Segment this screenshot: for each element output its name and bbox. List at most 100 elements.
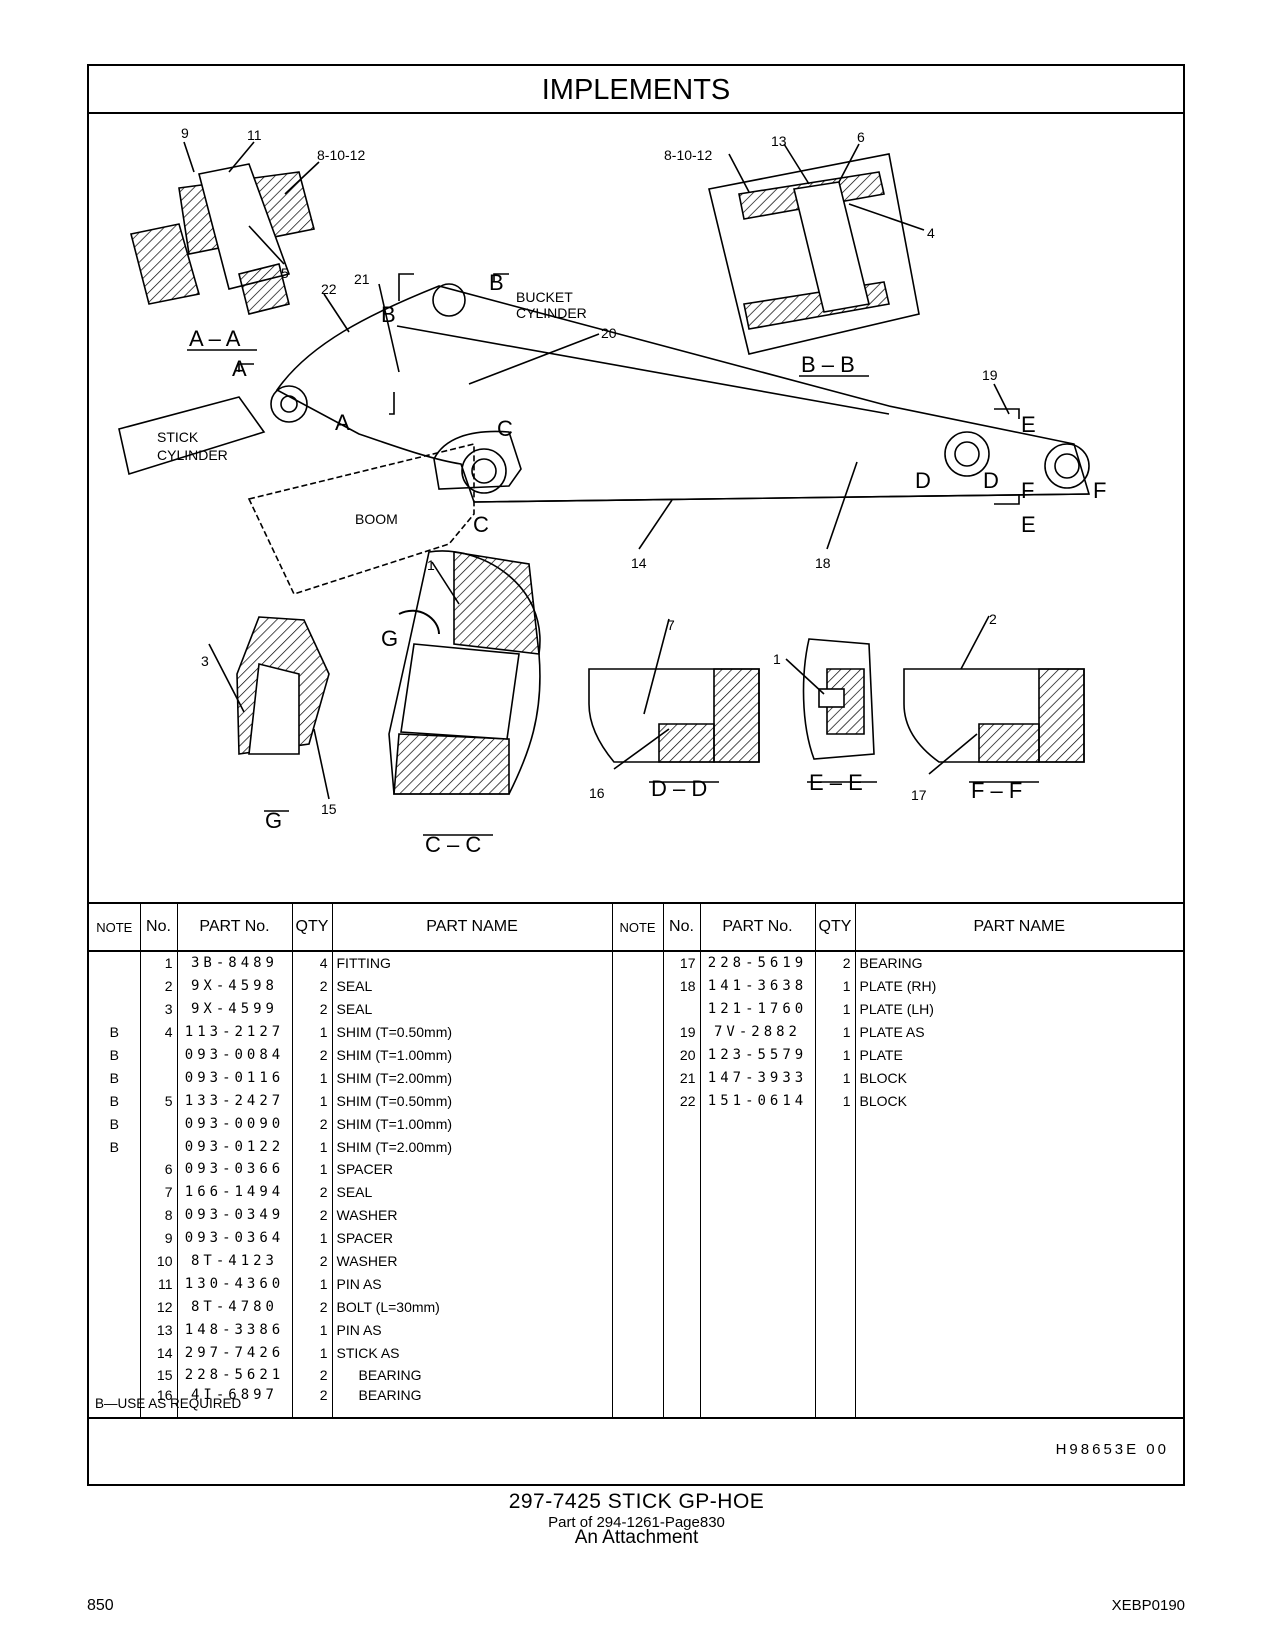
section-b-b-drawing bbox=[708, 143, 925, 355]
cell-note bbox=[612, 1318, 664, 1342]
cell-name: SPACER bbox=[332, 1158, 613, 1181]
cell-note bbox=[612, 1043, 664, 1067]
cell-no: 15 bbox=[140, 1364, 178, 1387]
cell-note bbox=[612, 1135, 664, 1159]
callout-2: 2 bbox=[989, 611, 997, 627]
cell-qty: 1 bbox=[292, 1020, 333, 1044]
section-c-c-drawing bbox=[388, 550, 541, 795]
cell-note bbox=[89, 1386, 141, 1419]
callout-3: 3 bbox=[201, 653, 209, 669]
cell-no bbox=[663, 1112, 701, 1136]
section-d-d-drawing bbox=[588, 618, 760, 770]
cell-name: SHIM (T=2.00mm) bbox=[332, 1135, 613, 1159]
cell-qty: 2 bbox=[292, 997, 333, 1021]
cell-note bbox=[612, 1341, 664, 1365]
cell-qty: 1 bbox=[815, 974, 856, 998]
parts-table: NOTE No. PART No. QTY PART NAME NOTE No.… bbox=[89, 902, 1183, 1419]
col-header-qty: QTY bbox=[292, 903, 333, 952]
cell-part-no bbox=[700, 1341, 816, 1365]
col-header-part-name: PART NAME bbox=[855, 903, 1183, 952]
cell-part-no bbox=[700, 1318, 816, 1342]
cell-name bbox=[855, 1112, 1183, 1135]
cell-name: BEARING bbox=[332, 1364, 613, 1387]
cell-no bbox=[663, 1226, 701, 1250]
col-header-part-no: PART No. bbox=[700, 903, 816, 952]
cell-qty: 1 bbox=[292, 1089, 333, 1113]
cell-note bbox=[89, 1295, 141, 1319]
cell-part-no bbox=[700, 1203, 816, 1227]
section-e-e-drawing bbox=[785, 638, 875, 760]
section-title: IMPLEMENTS bbox=[89, 66, 1183, 114]
cell-qty: 1 bbox=[292, 1318, 333, 1342]
cell-note bbox=[89, 1158, 141, 1181]
cell-part-no: 8T-4123 bbox=[177, 1249, 293, 1273]
cell-qty bbox=[815, 1318, 856, 1342]
cell-qty: 2 bbox=[292, 1364, 333, 1387]
cell-name bbox=[855, 1158, 1183, 1181]
cell-qty bbox=[815, 1341, 856, 1365]
cell-note bbox=[89, 951, 141, 975]
section-mark-c-2: C bbox=[473, 512, 489, 537]
cell-qty: 2 bbox=[292, 1043, 333, 1067]
cell-qty: 2 bbox=[292, 1386, 333, 1419]
cell-note bbox=[612, 1066, 664, 1090]
callout-17: 17 bbox=[911, 787, 927, 803]
cell-qty: 1 bbox=[292, 1135, 333, 1159]
cell-no bbox=[663, 1272, 701, 1296]
section-label-b-b: B – B bbox=[801, 352, 855, 377]
cell-qty: 2 bbox=[292, 1203, 333, 1227]
cell-part-no: 9X-4598 bbox=[177, 974, 293, 998]
cell-no: 18 bbox=[663, 974, 701, 998]
cell-no: 5 bbox=[140, 1089, 178, 1113]
cell-qty bbox=[815, 1180, 856, 1204]
cell-note bbox=[89, 1364, 141, 1387]
table-header-row: NOTE No. PART No. QTY PART NAME NOTE No.… bbox=[89, 903, 1183, 952]
cell-note bbox=[612, 1249, 664, 1273]
cell-no bbox=[140, 1112, 178, 1136]
cell-note bbox=[612, 997, 664, 1021]
cell-no: 19 bbox=[663, 1020, 701, 1044]
cell-no bbox=[140, 1135, 178, 1159]
callout-11: 11 bbox=[247, 127, 262, 143]
cell-no: 11 bbox=[140, 1272, 178, 1296]
col-header-qty: QTY bbox=[815, 903, 856, 952]
cell-name: SHIM (T=0.50mm) bbox=[332, 1020, 613, 1044]
cell-part-no: 228-5621 bbox=[177, 1364, 293, 1387]
callout-8-10-12-a: 8-10-12 bbox=[317, 147, 365, 163]
cell-no bbox=[663, 1135, 701, 1159]
bucket-cylinder-label-2: CYLINDER bbox=[516, 305, 587, 321]
cell-qty: 1 bbox=[292, 1066, 333, 1090]
table-footnote: B—USE AS REQUIRED bbox=[95, 1396, 242, 1411]
cell-qty bbox=[815, 1135, 856, 1159]
cell-no: 1 bbox=[140, 951, 178, 975]
cell-name: BLOCK bbox=[859, 1092, 907, 1109]
section-mark-b-1: B bbox=[381, 302, 396, 327]
cell-no: 9 bbox=[140, 1226, 178, 1250]
cell-qty: 1 bbox=[815, 997, 856, 1021]
cell-note bbox=[612, 1020, 664, 1044]
cell-part-no: 3B-8489 bbox=[177, 951, 293, 975]
cell-qty: 1 bbox=[815, 1020, 856, 1044]
cell-qty: 4 bbox=[292, 951, 333, 975]
section-label-f-f: F – F bbox=[971, 778, 1022, 803]
cell-qty: 1 bbox=[815, 1089, 856, 1113]
cell-name: BOLT (L=30mm) bbox=[332, 1295, 613, 1319]
section-label-d-d: D – D bbox=[651, 776, 707, 801]
cell-note bbox=[612, 1089, 664, 1113]
cell-note bbox=[612, 974, 664, 998]
cell-qty bbox=[815, 1112, 856, 1136]
cell-no: 12 bbox=[140, 1295, 178, 1319]
stick-cylinder-label-1: STICK bbox=[157, 429, 199, 445]
cell-no: 17 bbox=[663, 951, 701, 975]
cell-note bbox=[89, 974, 141, 998]
cell-note bbox=[89, 1318, 141, 1342]
cell-part-no bbox=[700, 1135, 816, 1159]
cell-no bbox=[663, 1158, 701, 1181]
